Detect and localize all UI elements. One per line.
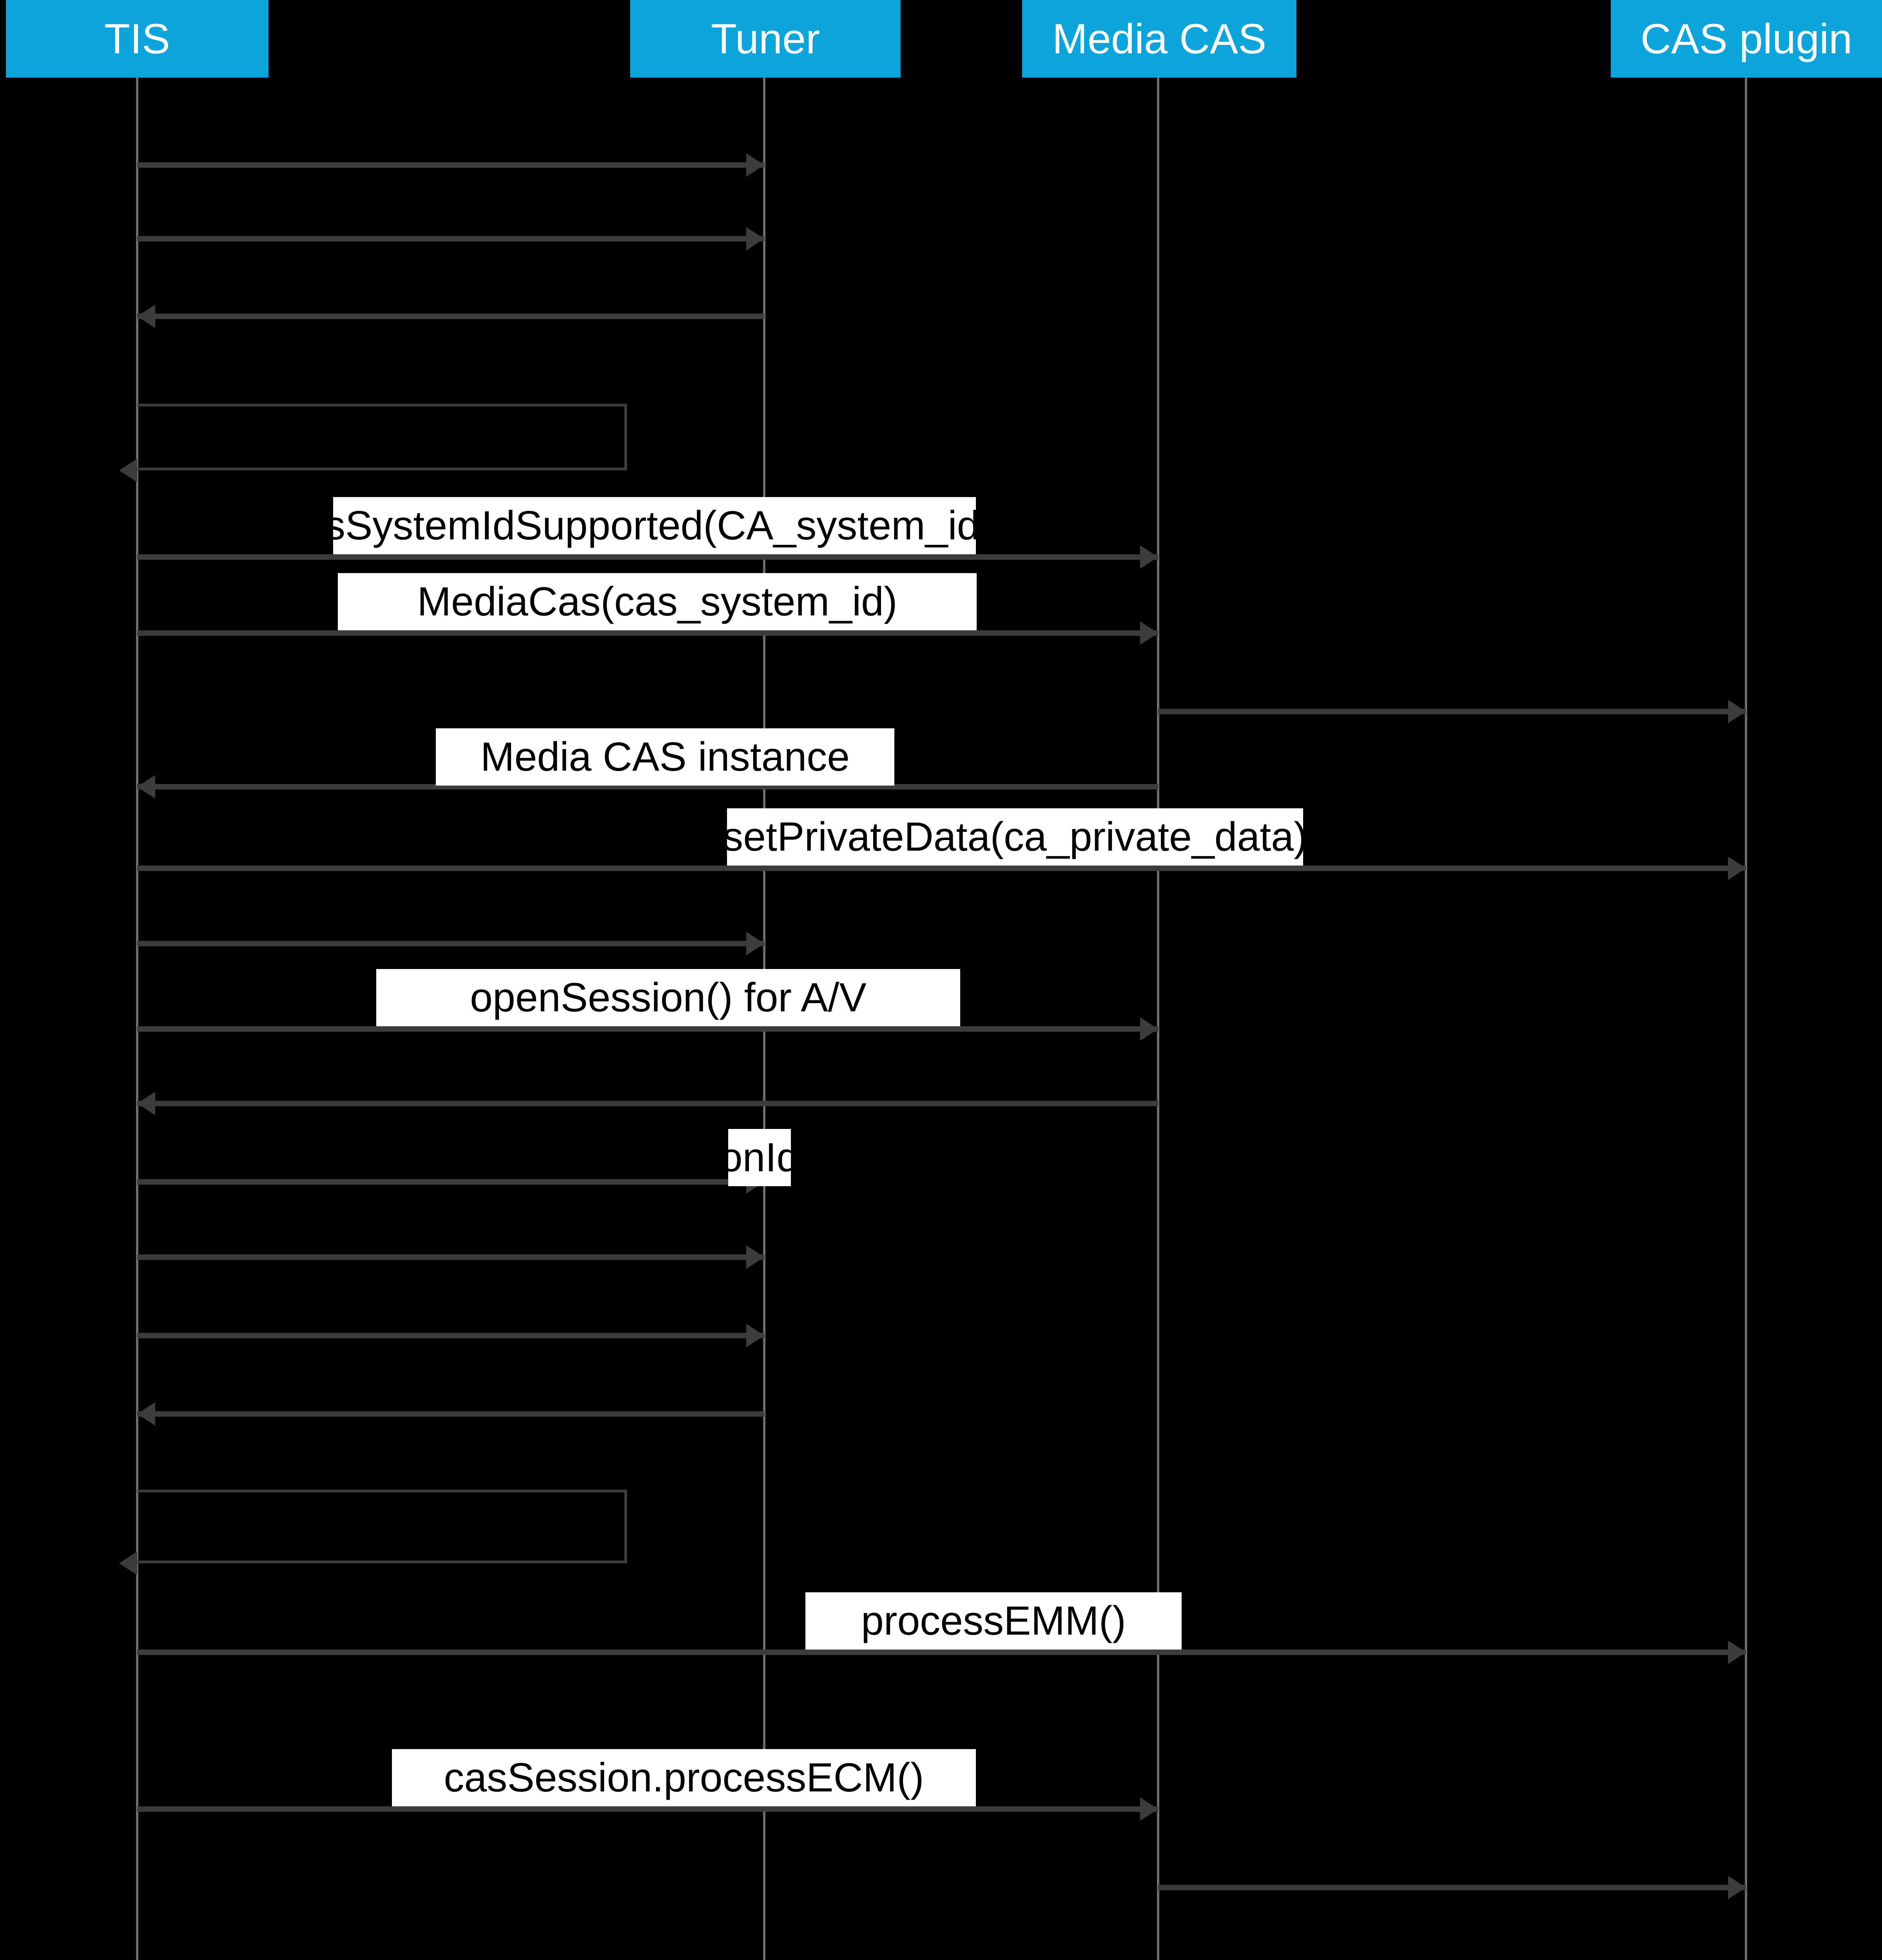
arrowhead-m3 bbox=[137, 305, 155, 328]
message-label-m13: onId bbox=[728, 1129, 791, 1186]
message-line-m12 bbox=[137, 1101, 1158, 1106]
arrowhead-m10 bbox=[746, 932, 764, 955]
arrowhead-m14 bbox=[746, 1245, 764, 1269]
arrowhead-m7 bbox=[1728, 700, 1746, 723]
message-line-m16 bbox=[137, 1411, 764, 1417]
message-label-m8: Media CAS instance bbox=[436, 728, 894, 786]
arrowhead-m19 bbox=[1140, 1797, 1158, 1821]
arrowhead-m4 bbox=[119, 459, 137, 482]
message-label-m18: processEMM() bbox=[805, 1592, 1182, 1650]
message-label-m9: setPrivateData(ca_private_data) bbox=[727, 808, 1303, 866]
arrowhead-m5 bbox=[1140, 545, 1158, 569]
message-line-m2 bbox=[137, 236, 764, 241]
message-line-m10 bbox=[137, 941, 764, 946]
participant-header-casplugin[interactable]: CAS plugin bbox=[1611, 0, 1882, 78]
message-line-m13 bbox=[137, 1179, 764, 1185]
message-line-m9 bbox=[137, 866, 1746, 871]
arrowhead-m17 bbox=[119, 1552, 137, 1575]
arrowhead-m16 bbox=[137, 1402, 155, 1426]
arrowhead-m20 bbox=[1728, 1876, 1746, 1899]
message-label-m6: MediaCas(cas_system_id) bbox=[338, 573, 977, 630]
lifeline-tis bbox=[136, 78, 138, 1960]
arrowhead-m12 bbox=[137, 1092, 155, 1115]
self-message-m4 bbox=[137, 404, 627, 470]
arrowhead-m11 bbox=[1140, 1017, 1158, 1041]
arrowhead-m6 bbox=[1140, 621, 1158, 645]
message-line-m11 bbox=[137, 1026, 1158, 1032]
message-label-m19: casSession.processECM() bbox=[392, 1749, 976, 1806]
message-line-m6 bbox=[137, 630, 1158, 636]
message-label-m5: isSystemIdSupported(CA_system_id) bbox=[333, 497, 976, 554]
self-message-m17 bbox=[137, 1490, 627, 1563]
participant-header-tuner[interactable]: Tuner bbox=[630, 0, 901, 78]
message-line-m15 bbox=[137, 1333, 764, 1338]
message-line-m1 bbox=[137, 162, 764, 168]
message-line-m5 bbox=[137, 554, 1158, 560]
message-label-m11: openSession() for A/V bbox=[376, 969, 960, 1026]
arrowhead-m15 bbox=[746, 1324, 764, 1347]
arrowhead-m1 bbox=[746, 153, 764, 177]
participant-header-tis[interactable]: TIS bbox=[6, 0, 268, 78]
arrowhead-m8 bbox=[137, 775, 155, 799]
message-line-m7 bbox=[1158, 709, 1746, 714]
message-line-m18 bbox=[137, 1650, 1746, 1655]
message-line-m19 bbox=[137, 1806, 1158, 1812]
message-line-m8 bbox=[137, 784, 1158, 789]
message-line-m14 bbox=[137, 1254, 764, 1260]
arrowhead-m2 bbox=[746, 227, 764, 250]
lifeline-mediacas bbox=[1157, 78, 1159, 1960]
arrowhead-m18 bbox=[1728, 1641, 1746, 1664]
arrowhead-m9 bbox=[1728, 857, 1746, 880]
message-line-m3 bbox=[137, 314, 764, 319]
lifeline-casplugin bbox=[1745, 78, 1747, 1960]
participant-header-mediacas[interactable]: Media CAS bbox=[1022, 0, 1296, 78]
message-line-m20 bbox=[1158, 1885, 1746, 1890]
